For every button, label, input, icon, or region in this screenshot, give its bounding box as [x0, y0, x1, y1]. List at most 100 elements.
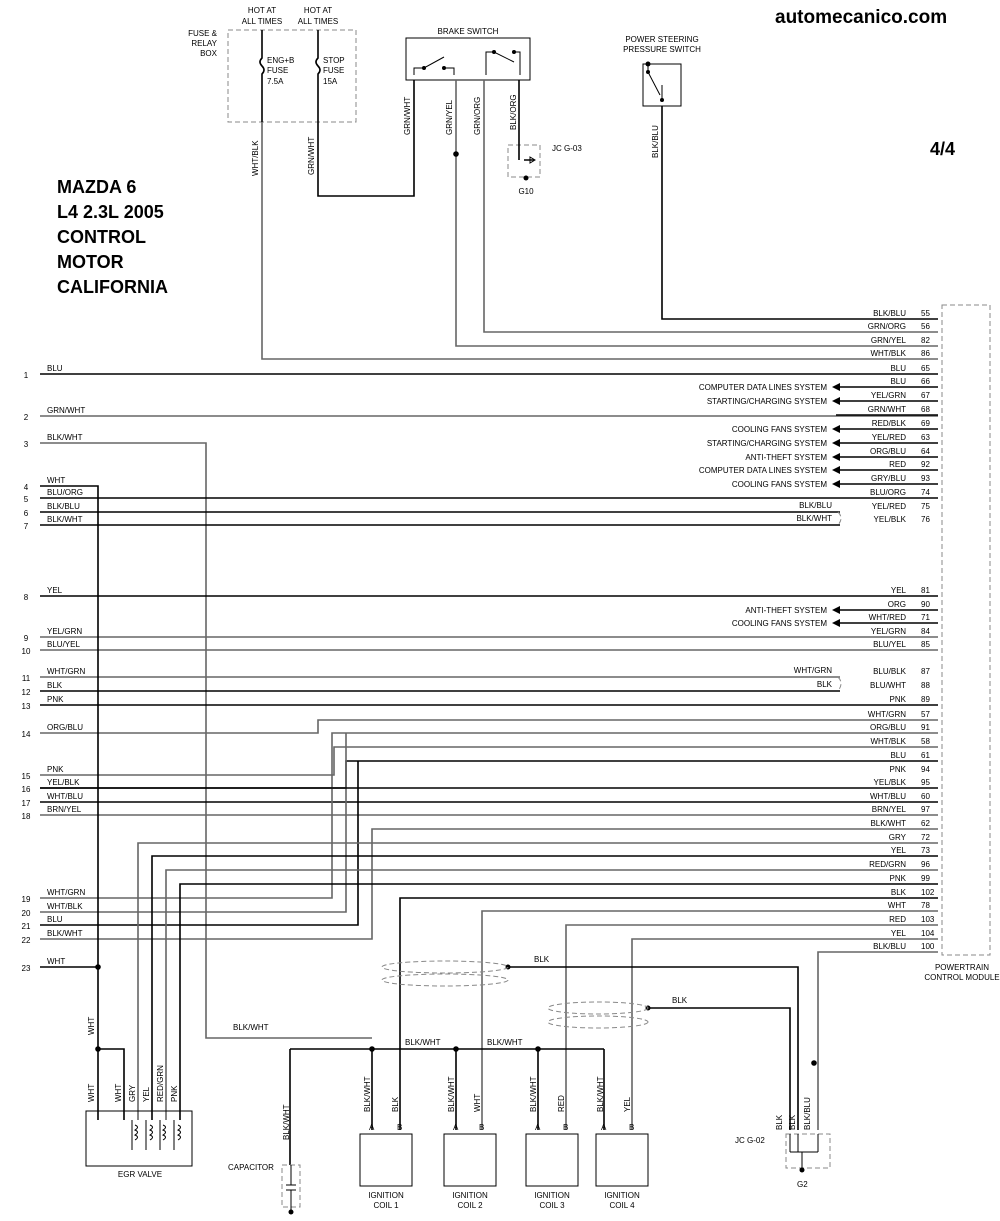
- right-pin-number: 82: [921, 336, 930, 345]
- left-pin-number: 9: [24, 634, 29, 643]
- right-pin-color: PNK: [890, 695, 907, 704]
- egr-wire-3: GRY: [128, 1084, 137, 1102]
- g10-ground: JC G-03 G10: [507, 130, 582, 196]
- left-pin-number: 15: [22, 772, 31, 781]
- g2-wire-3: BLK/BLU: [803, 1097, 812, 1130]
- wire-shield-blk-1: [508, 966, 799, 1130]
- left-pin-color: YEL: [47, 586, 63, 595]
- wire-wht-blk-86: [261, 122, 938, 360]
- wire-blk-blu-100: [817, 951, 938, 1130]
- stop-fuse-label-3: 15A: [323, 77, 338, 86]
- stop-fuse-label-1: STOP: [323, 56, 345, 65]
- right-pin-color: GRN/WHT: [868, 405, 906, 414]
- coil3-label-1: IGNITION: [534, 1191, 570, 1200]
- right-pin-color: YEL: [891, 586, 907, 595]
- left-pin-number: 5: [24, 495, 29, 504]
- right-pin-number: 76: [921, 515, 930, 524]
- left-pin-color: WHT: [47, 476, 65, 485]
- jc-g03-label: JC G-03: [552, 144, 582, 153]
- shield-label-4: BLK: [817, 680, 833, 689]
- label-blk-shield-1: BLK: [534, 955, 550, 964]
- coil4-label-2: COIL 4: [609, 1201, 635, 1210]
- right-pin-color: BLU/YEL: [873, 640, 906, 649]
- left-pin-number: 11: [22, 674, 31, 683]
- left-pin-labels: 1BLU2GRN/WHT3BLK/WHT4WHT5BLU/ORG6BLK/BLU…: [22, 364, 86, 973]
- g2-wire-2: BLK: [788, 1114, 797, 1130]
- left-pin-color: BLU/ORG: [47, 488, 83, 497]
- left-pin-number: 23: [22, 964, 31, 973]
- right-pin-number: 62: [921, 819, 930, 828]
- left-pin-color: WHT/BLK: [47, 902, 83, 911]
- right-pin-color: RED/GRN: [869, 860, 906, 869]
- label-blk-wht-1: BLK/WHT: [233, 1023, 269, 1032]
- power-steering-pressure-switch: POWER STEERING PRESSURE SWITCH: [623, 35, 701, 107]
- wire-blk-102: [399, 897, 938, 1130]
- left-pin-color: WHT/GRN: [47, 888, 85, 897]
- vlabel-blk-blu: BLK/BLU: [651, 125, 660, 158]
- left-pin-number: 19: [22, 895, 31, 904]
- g2-wire-1: BLK: [775, 1114, 784, 1130]
- shield-label-2: BLK/WHT: [796, 514, 832, 523]
- left-pin-number: 4: [24, 483, 29, 492]
- right-pin-color: BLU: [890, 377, 906, 386]
- coil1-label-2: COIL 1: [373, 1201, 399, 1210]
- right-pin-color: WHT/RED: [869, 613, 907, 622]
- system-label: COMPUTER DATA LINES SYSTEM: [699, 383, 828, 392]
- system-arrow-icon: [832, 606, 840, 614]
- right-pin-color: BLK/BLU: [873, 942, 906, 951]
- right-pin-number: 63: [921, 433, 930, 442]
- right-pin-number: 81: [921, 586, 930, 595]
- vlabel-wht-blk: WHT/BLK: [251, 140, 260, 176]
- left-pin-number: 1: [24, 371, 29, 380]
- egr-wire-2: WHT: [114, 1084, 123, 1102]
- title-line-5: CALIFORNIA: [57, 277, 168, 297]
- fuse-box-label-1: FUSE &: [188, 29, 218, 38]
- left-pin-color: BRN/YEL: [47, 805, 82, 814]
- wire-wht-78: [481, 910, 938, 1130]
- right-pin-color: BLU/WHT: [870, 681, 906, 690]
- eng-fuse-label-2: FUSE: [267, 66, 288, 75]
- coil2-pin-a: A: [453, 1123, 459, 1132]
- jc-g02-label: JC G-02: [735, 1136, 765, 1145]
- label-wht-vertical: WHT: [87, 1017, 96, 1035]
- left-pin-color: BLK/WHT: [47, 433, 83, 442]
- left-pin-color: BLK/BLU: [47, 502, 80, 511]
- right-pin-number: 86: [921, 349, 930, 358]
- label-cap-wire: BLK/WHT: [282, 1104, 291, 1140]
- g10-label: G10: [518, 187, 534, 196]
- shield-label-3: WHT/GRN: [794, 666, 832, 675]
- right-pin-color: GRY: [889, 833, 907, 842]
- right-pin-number: 102: [921, 888, 935, 897]
- right-pin-color: YEL: [891, 929, 907, 938]
- right-pin-color: BLU/BLK: [873, 667, 907, 676]
- coil2-label-1: IGNITION: [452, 1191, 488, 1200]
- left-pin-color: BLU: [47, 364, 63, 373]
- left-pin-number: 12: [22, 688, 31, 697]
- system-label: ANTI-THEFT SYSTEM: [745, 606, 827, 615]
- right-pin-color: BLU: [890, 751, 906, 760]
- fuse-relay-box: FUSE & RELAY BOX HOT AT ALL TIMES HOT AT…: [188, 6, 357, 123]
- wire-grn-org-56: [483, 80, 938, 333]
- hot-at-all-times-1b: ALL TIMES: [242, 17, 282, 26]
- right-pin-color: YEL/RED: [872, 502, 906, 511]
- right-pin-color: WHT: [888, 901, 906, 910]
- eng-fuse-label-3: 7.5A: [267, 77, 284, 86]
- system-arrow-icon: [832, 466, 840, 474]
- right-pin-number: 103: [921, 915, 935, 924]
- right-pin-color: GRN/YEL: [871, 336, 907, 345]
- system-label: COMPUTER DATA LINES SYSTEM: [699, 466, 828, 475]
- left-pin-color: GRN/WHT: [47, 406, 85, 415]
- left-pin-number: 18: [22, 812, 31, 821]
- left-pin-number: 10: [22, 647, 31, 656]
- diagram-title: MAZDA 6 L4 2.3L 2005 CONTROL MOTOR CALIF…: [57, 177, 168, 297]
- capacitor-label: CAPACITOR: [228, 1163, 274, 1172]
- right-pin-number: 104: [921, 929, 935, 938]
- right-pin-number: 84: [921, 627, 930, 636]
- right-pin-number: 100: [921, 942, 935, 951]
- coil3-pin-a: A: [535, 1123, 541, 1132]
- coil2-wire-a: BLK/WHT: [447, 1076, 456, 1112]
- right-pin-color: YEL/RED: [872, 433, 906, 442]
- wire-pnk-99: [179, 883, 938, 1120]
- right-pin-color: ORG/BLU: [870, 723, 906, 732]
